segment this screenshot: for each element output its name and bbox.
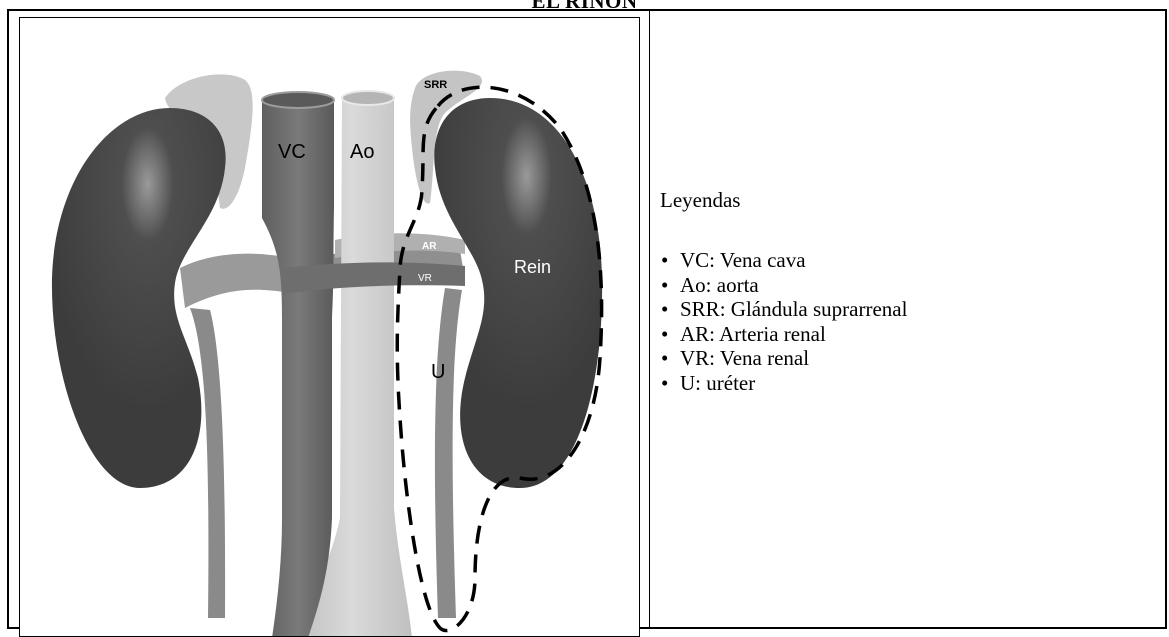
aorta-opening	[342, 91, 394, 105]
document-table: SRR VC Ao AR VR Rein U Leyendas • VC: Ven…	[7, 9, 1167, 629]
bullet-icon: •	[661, 273, 668, 298]
legend-item: • SRR: Glándula suprarrenal	[660, 297, 907, 322]
legend-item: • AR: Arteria renal	[660, 322, 907, 347]
left-ureter	[190, 308, 225, 618]
legend-list: • VC: Vena cava • Ao: aorta • SRR: Glándula…	[660, 248, 907, 395]
label-srr: SRR	[424, 79, 447, 91]
legend-cell: Leyendas • VC: Vena cava • Ao: aorta • SRR:…	[650, 11, 1165, 627]
legend-item-text: U: uréter	[680, 371, 755, 395]
vena-cava-opening	[262, 92, 334, 108]
renal-vessels-left	[180, 254, 290, 308]
legend-item-text: AR: Arteria renal	[680, 322, 826, 346]
legend-title: Leyendas	[660, 188, 740, 213]
label-rein: Rein	[514, 257, 551, 277]
bullet-icon: •	[661, 322, 668, 347]
legend-item-text: Ao: aorta	[680, 273, 759, 297]
legend-item: • VC: Vena cava	[660, 248, 907, 273]
bullet-icon: •	[661, 346, 668, 371]
label-vc: VC	[278, 141, 306, 163]
legend-item: • U: uréter	[660, 371, 907, 396]
kidney-anatomy-diagram: SRR VC Ao AR VR Rein U	[20, 18, 640, 637]
bullet-icon: •	[661, 248, 668, 273]
label-ao: Ao	[350, 141, 374, 163]
label-u: U	[431, 361, 445, 383]
figure-cell: SRR VC Ao AR VR Rein U	[9, 11, 650, 627]
legend-item-text: VC: Vena cava	[680, 248, 806, 272]
bullet-icon: •	[661, 371, 668, 396]
label-ar: AR	[422, 241, 437, 252]
label-vr: VR	[418, 273, 432, 284]
bullet-icon: •	[661, 297, 668, 322]
legend-item-text: SRR: Glándula suprarrenal	[680, 297, 907, 321]
legend-item: • VR: Vena renal	[660, 346, 907, 371]
legend-item-text: VR: Vena renal	[680, 346, 809, 370]
right-ureter	[435, 288, 462, 618]
kidney-figure-frame: SRR VC Ao AR VR Rein U	[19, 17, 640, 637]
vena-cava	[262, 98, 334, 637]
legend-item: • Ao: aorta	[660, 273, 907, 298]
